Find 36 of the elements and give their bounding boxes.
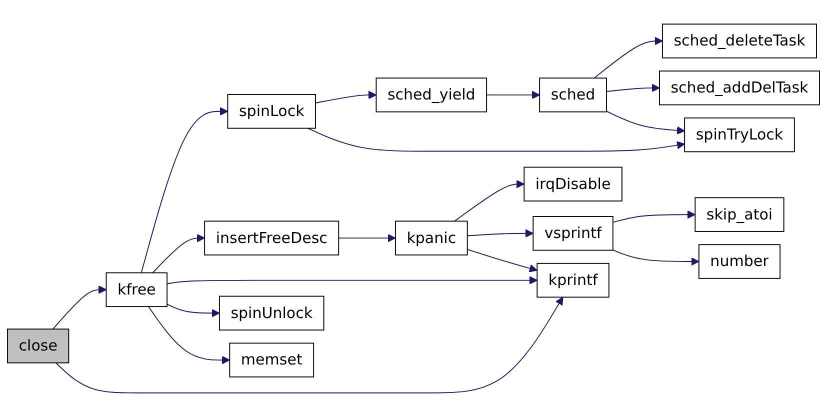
arrow	[166, 276, 538, 284]
node-box: irqDisable	[524, 166, 622, 202]
arrow	[606, 84, 660, 92]
arrow	[486, 90, 540, 100]
node-box: insertFreeDesc	[204, 220, 340, 256]
node-box: spinTryLock	[684, 117, 795, 152]
node-box: number	[698, 244, 781, 279]
arrow	[148, 306, 230, 364]
arrow	[594, 36, 663, 79]
arrow	[52, 286, 107, 330]
node-box: kfree	[106, 272, 168, 308]
arrow	[454, 180, 524, 222]
arrow	[338, 234, 396, 242]
node-box: vsprintf	[532, 216, 614, 251]
arrow	[466, 249, 538, 272]
arrow	[612, 250, 700, 266]
node-box: memset	[229, 342, 314, 378]
arrow	[466, 229, 534, 238]
node-box: kprintf	[536, 262, 610, 298]
arrow	[612, 210, 696, 223]
arrow	[308, 128, 685, 152]
arrow	[140, 107, 228, 274]
node-box: sched_yield	[376, 78, 488, 112]
node-box: spinUnlock	[218, 296, 324, 330]
node-box: sched_addDelTask	[659, 70, 820, 106]
arrow	[166, 304, 220, 318]
node-box: kpanic	[394, 220, 468, 256]
arrow	[315, 90, 377, 104]
node-box: sched_deleteTask	[662, 24, 817, 58]
node-box: close	[7, 328, 70, 364]
node-box: skip_atoi	[694, 197, 784, 232]
node-box: sched	[539, 78, 607, 112]
node-box: spinLock	[227, 94, 316, 129]
arrow	[55, 296, 564, 394]
arrow	[606, 110, 685, 135]
arrow	[152, 234, 205, 274]
